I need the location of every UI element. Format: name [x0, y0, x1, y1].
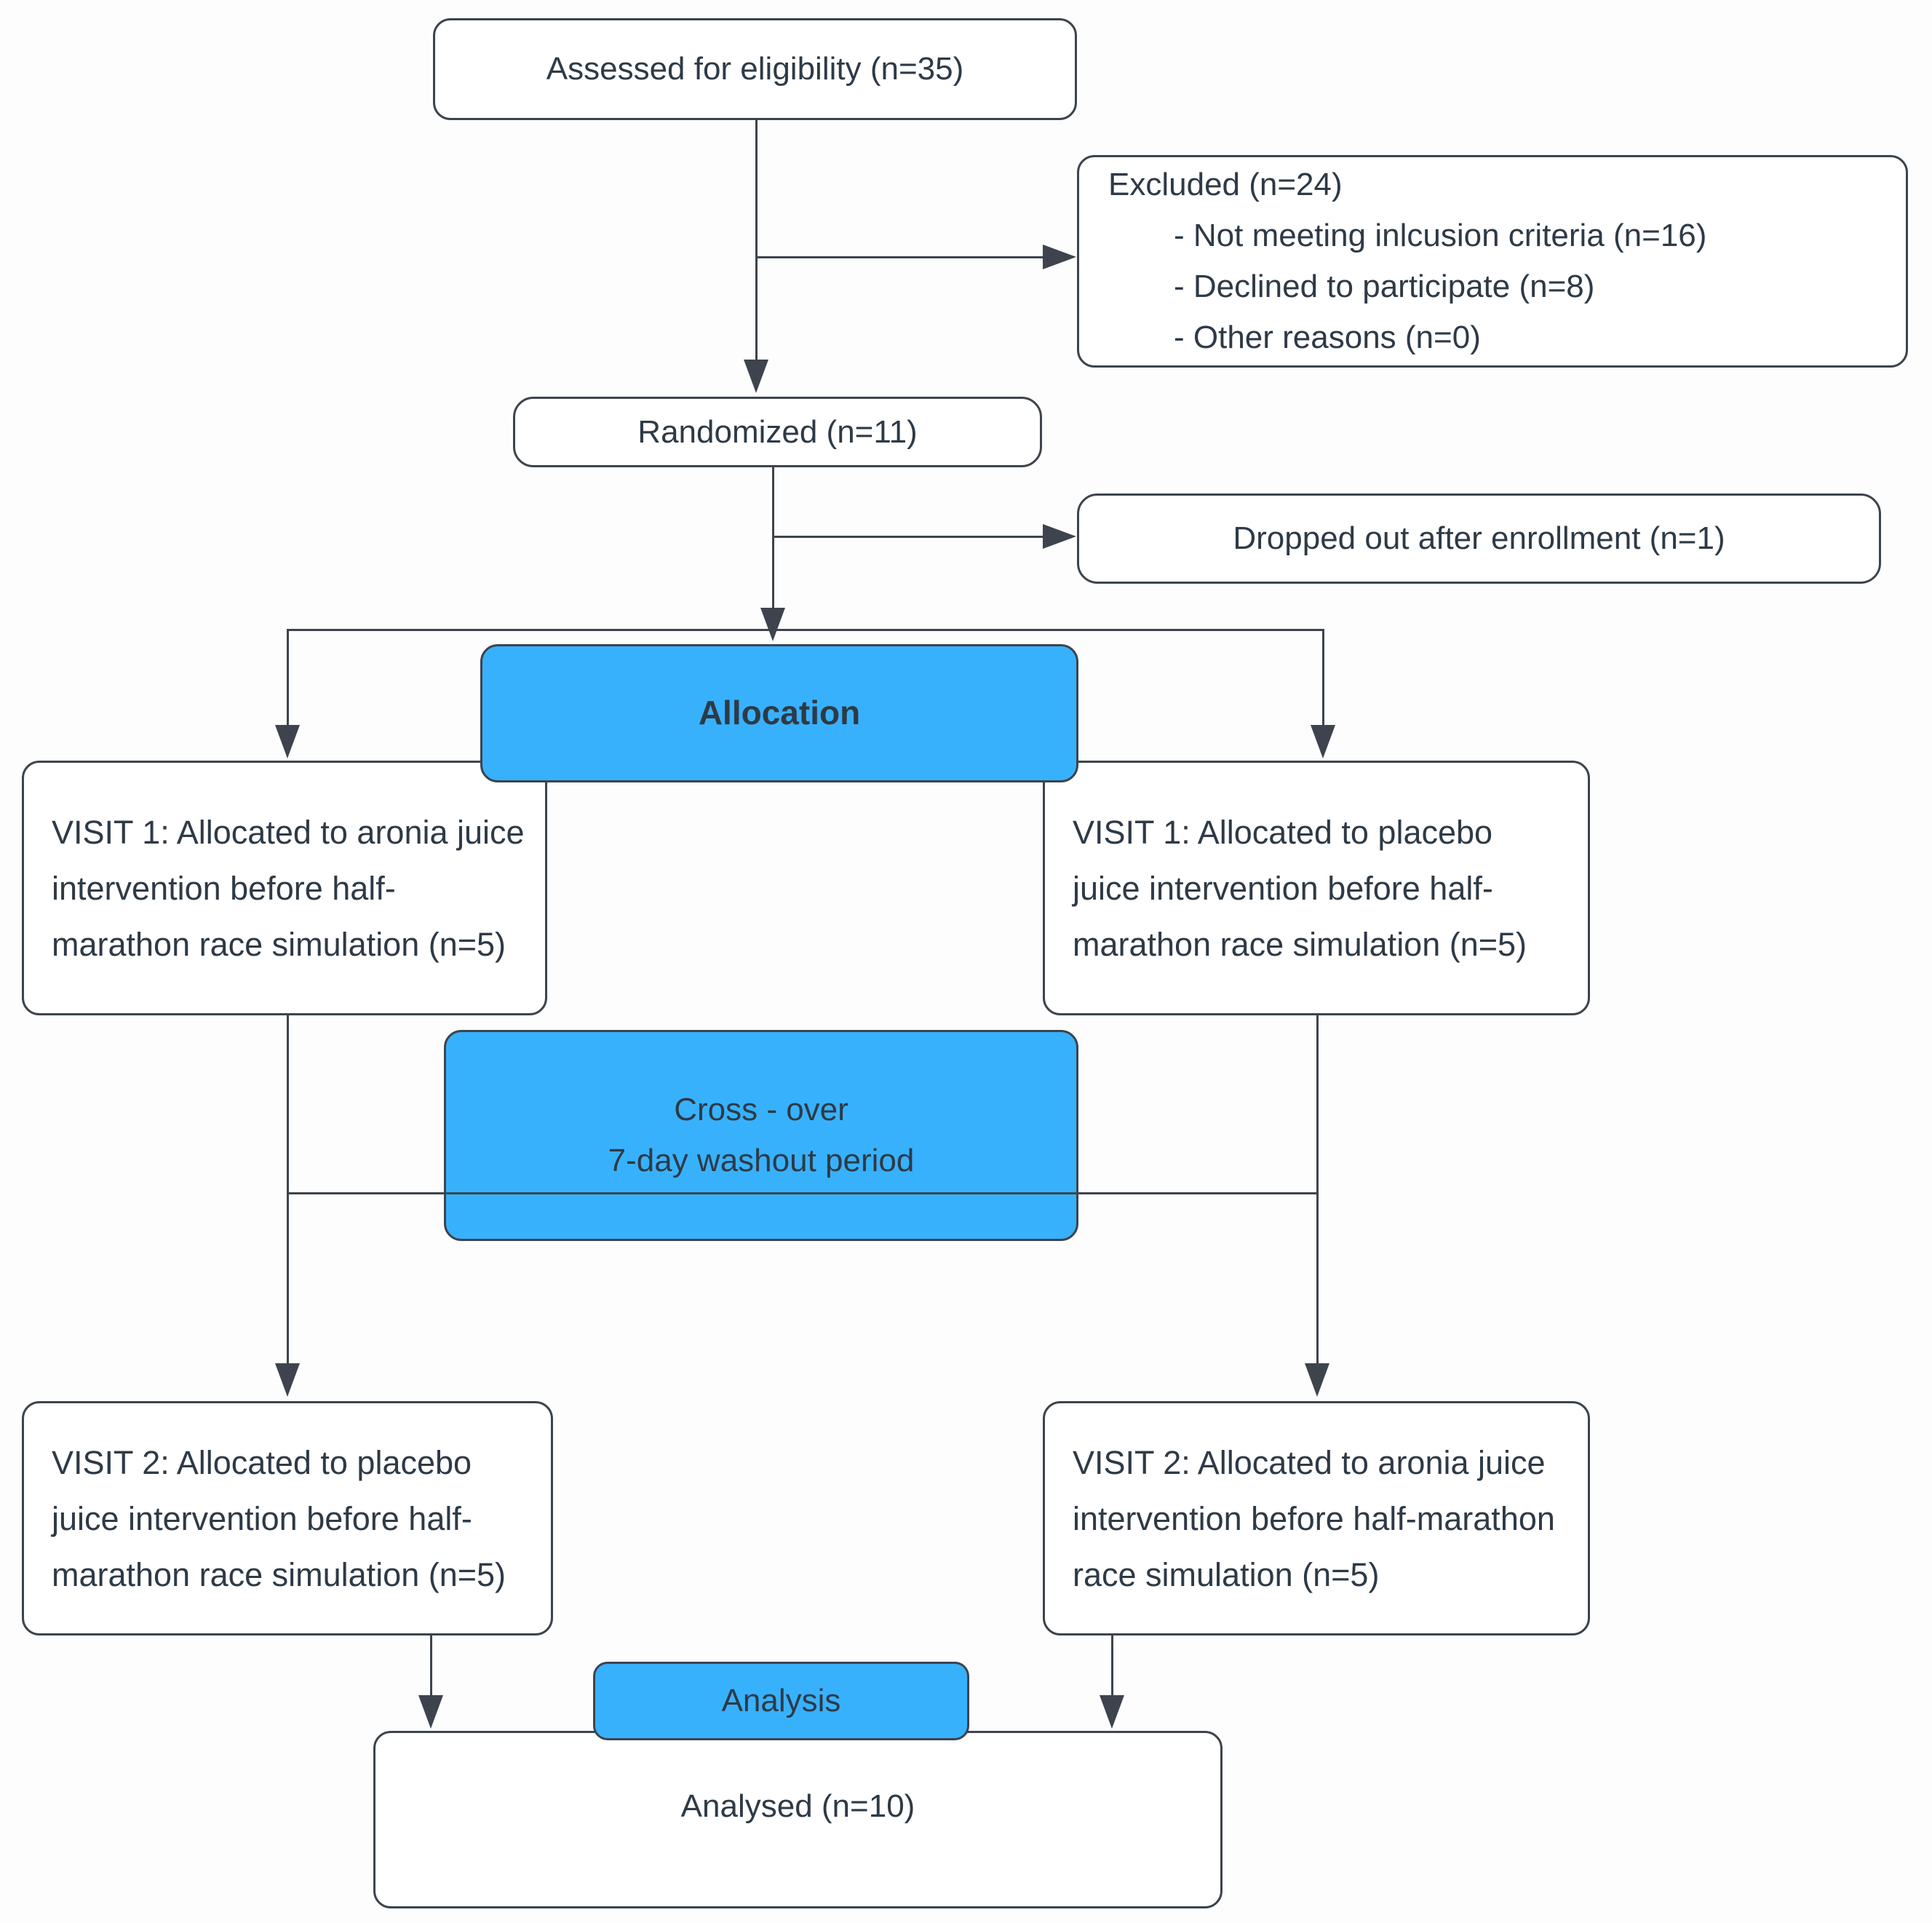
visit1-placebo-box: VISIT 1: Allocated to placebo juice inte… — [1043, 761, 1590, 1015]
visit2-placebo-label: VISIT 2: Allocated to placebo juice inte… — [52, 1443, 506, 1593]
arrow-down-into-visit2-left-icon — [275, 1363, 300, 1397]
assessed-eligibility-box: Assessed for eligibility (n=35) — [433, 18, 1077, 120]
randomized-box: Randomized (n=11) — [513, 397, 1042, 467]
analysed-label: Analysed (n=10) — [680, 1788, 915, 1824]
connector-to-dropped-out — [772, 536, 1045, 538]
dropped-out-box: Dropped out after enrollment (n=1) — [1077, 493, 1881, 584]
connector-visit2-left-to-analysed — [430, 1635, 432, 1697]
analysed-box: Analysed (n=10) — [373, 1731, 1223, 1908]
connector-visit2-right-to-analysed — [1111, 1635, 1113, 1697]
connector-allocation-split — [287, 629, 1324, 631]
connector-split-right-drop — [1322, 629, 1324, 726]
crossover-label-line1: Cross - over — [674, 1092, 848, 1127]
excluded-item-declined: - Declined to participate (n=8) — [1174, 269, 1595, 304]
dropped-out-label: Dropped out after enrollment (n=1) — [1233, 520, 1725, 557]
arrow-down-into-analysed-left-icon — [418, 1695, 443, 1729]
visit1-aronia-box: VISIT 1: Allocated to aronia juice inter… — [22, 761, 547, 1015]
connector-crossover-horizontal — [287, 1192, 1319, 1194]
connector-visit1-left-down — [287, 1015, 289, 1363]
arrow-down-into-allocation-icon — [760, 608, 785, 641]
analysis-label: Analysis — [721, 1683, 841, 1719]
arrow-down-into-analysed-right-icon — [1100, 1695, 1124, 1729]
connector-to-excluded — [755, 256, 1045, 258]
connector-assessed-to-randomized — [755, 120, 758, 364]
analysis-banner: Analysis — [593, 1662, 969, 1740]
visit1-placebo-label: VISIT 1: Allocated to placebo juice inte… — [1073, 813, 1527, 963]
assessed-eligibility-label: Assessed for eligibility (n=35) — [546, 51, 964, 87]
randomized-label: Randomized (n=11) — [637, 413, 918, 450]
arrow-down-into-visit1-left-icon — [275, 725, 300, 758]
allocation-banner: Allocation — [480, 644, 1078, 782]
connector-split-left-drop — [287, 629, 289, 726]
arrow-right-into-dropped-out-icon — [1043, 524, 1076, 549]
excluded-item-not-meeting: - Not meeting inlcusion criteria (n=16) — [1174, 218, 1707, 253]
allocation-label: Allocation — [698, 694, 861, 732]
arrow-down-into-visit1-right-icon — [1311, 725, 1335, 758]
crossover-label-line2: 7-day washout period — [608, 1143, 915, 1178]
excluded-box: Excluded (n=24) - Not meeting inlcusion … — [1077, 155, 1908, 368]
visit2-aronia-box: VISIT 2: Allocated to aronia juice inter… — [1043, 1401, 1590, 1635]
excluded-item-other: - Other reasons (n=0) — [1174, 320, 1481, 355]
crossover-banner: Cross - over 7-day washout period — [444, 1030, 1078, 1241]
excluded-title: Excluded (n=24) — [1108, 167, 1343, 202]
arrow-right-into-excluded-icon — [1043, 245, 1076, 269]
arrow-down-into-randomized-icon — [744, 360, 768, 393]
visit1-aronia-label: VISIT 1: Allocated to aronia juice inter… — [52, 813, 525, 963]
connector-randomized-to-allocation — [772, 467, 774, 609]
visit2-aronia-label: VISIT 2: Allocated to aronia juice inter… — [1073, 1443, 1555, 1593]
connector-visit1-right-down — [1316, 1015, 1319, 1363]
arrow-down-into-visit2-right-icon — [1305, 1363, 1329, 1397]
visit2-placebo-box: VISIT 2: Allocated to placebo juice inte… — [22, 1401, 553, 1635]
